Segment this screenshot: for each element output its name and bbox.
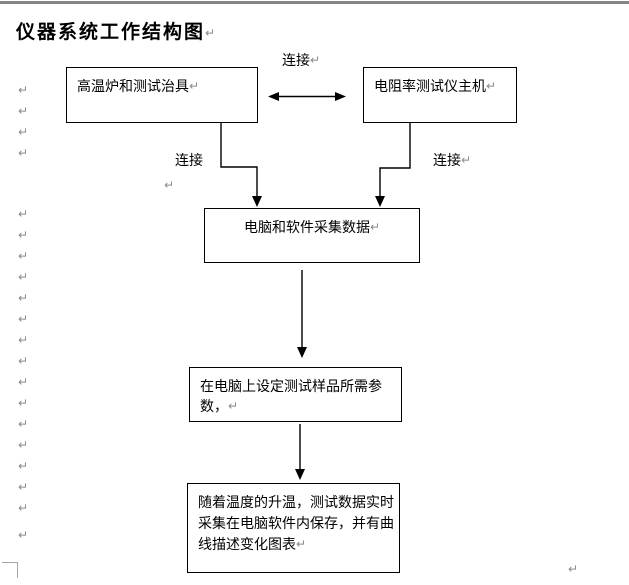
connect-label-top-text: 连接 bbox=[282, 52, 310, 68]
pilcrow-icon: ↵ bbox=[461, 153, 472, 167]
pilcrow-icon: ↵ bbox=[189, 79, 200, 93]
pilcrow-icon: ↵ bbox=[310, 53, 321, 67]
pilcrow-icon: ↵ bbox=[18, 312, 29, 326]
arrow-computer-to-params bbox=[297, 270, 307, 358]
pilcrow-icon: ↵ bbox=[18, 501, 29, 515]
pilcrow-icon: ↵ bbox=[18, 291, 29, 305]
flowchart-box-params-line2: 数， bbox=[200, 398, 228, 414]
pilcrow-icon: ↵ bbox=[18, 125, 29, 139]
flowchart-box-computer[interactable]: 电脑和软件采集数据↵ bbox=[204, 208, 420, 263]
pilcrow-icon: ↵ bbox=[228, 399, 239, 413]
pilcrow-icon: ↵ bbox=[18, 417, 29, 431]
connect-label-left[interactable]: 连接 bbox=[175, 150, 203, 170]
double-arrow-connector bbox=[268, 92, 346, 101]
text-boundary-corner-mark bbox=[2, 562, 18, 578]
pilcrow-icon: ↵ bbox=[369, 220, 381, 234]
pilcrow-icon: ↵ bbox=[568, 562, 579, 576]
connect-label-top[interactable]: 连接↵ bbox=[282, 50, 320, 70]
flowchart-box-monitor-line2: 采集在电脑软件内保存，并有曲 bbox=[198, 515, 394, 531]
pilcrow-icon: ↵ bbox=[18, 459, 29, 473]
page-boundary-line bbox=[0, 1, 629, 4]
pilcrow-icon: ↵ bbox=[18, 480, 29, 494]
pilcrow-icon: ↵ bbox=[18, 354, 29, 368]
pilcrow-icon: ↵ bbox=[205, 26, 216, 40]
flowchart-box-tester[interactable]: 电阻率测试仪主机↵ bbox=[363, 67, 517, 123]
flowchart-box-tester-label: 电阻率测试仪主机 bbox=[374, 78, 486, 94]
pilcrow-icon: ↵ bbox=[296, 537, 307, 551]
flowchart-box-computer-label: 电脑和软件采集数据 bbox=[243, 219, 370, 235]
pilcrow-icon: ↵ bbox=[18, 396, 29, 410]
flowchart-box-monitor-line1: 随着温度的升温，测试数据实时 bbox=[198, 494, 394, 510]
flowchart-box-furnace[interactable]: 高温炉和测试治具↵ bbox=[66, 67, 258, 123]
pilcrow-icon: ↵ bbox=[18, 528, 29, 542]
elbow-connector-left bbox=[220, 123, 262, 207]
flowchart-box-monitor[interactable]: 随着温度的升温，测试数据实时 采集在电脑软件内保存，并有曲 线描述变化图表↵ bbox=[187, 483, 400, 573]
arrow-params-to-monitor bbox=[295, 424, 305, 480]
pilcrow-icon: ↵ bbox=[18, 438, 29, 452]
pilcrow-icon: ↵ bbox=[18, 270, 29, 284]
flowchart-box-furnace-label: 高温炉和测试治具 bbox=[77, 78, 189, 94]
connect-label-right[interactable]: 连接↵ bbox=[433, 150, 471, 170]
elbow-connector-right bbox=[375, 123, 411, 207]
flowchart-box-params-line1: 在电脑上设定测试样品所需参 bbox=[200, 378, 382, 394]
pilcrow-icon: ↵ bbox=[18, 146, 29, 160]
flowchart-box-monitor-line3: 线描述变化图表 bbox=[198, 536, 296, 552]
pilcrow-icon: ↵ bbox=[486, 79, 497, 93]
pilcrow-icon: ↵ bbox=[18, 375, 29, 389]
pilcrow-icon: ↵ bbox=[18, 207, 29, 221]
page-title-text: 仪器系统工作结构图 bbox=[16, 22, 206, 43]
page-title: 仪器系统工作结构图↵ bbox=[16, 17, 215, 44]
pilcrow-icon: ↵ bbox=[18, 228, 29, 242]
pilcrow-icon: ↵ bbox=[18, 249, 29, 263]
flowchart-box-params[interactable]: 在电脑上设定测试样品所需参 数，↵ bbox=[189, 367, 402, 422]
pilcrow-icon: ↵ bbox=[18, 333, 29, 347]
pilcrow-icon: ↵ bbox=[18, 83, 29, 97]
connect-label-right-text: 连接 bbox=[433, 152, 461, 168]
pilcrow-icon: ↵ bbox=[18, 104, 29, 118]
connect-label-left-text: 连接 bbox=[175, 152, 203, 168]
pilcrow-icon: ↵ bbox=[164, 178, 175, 192]
